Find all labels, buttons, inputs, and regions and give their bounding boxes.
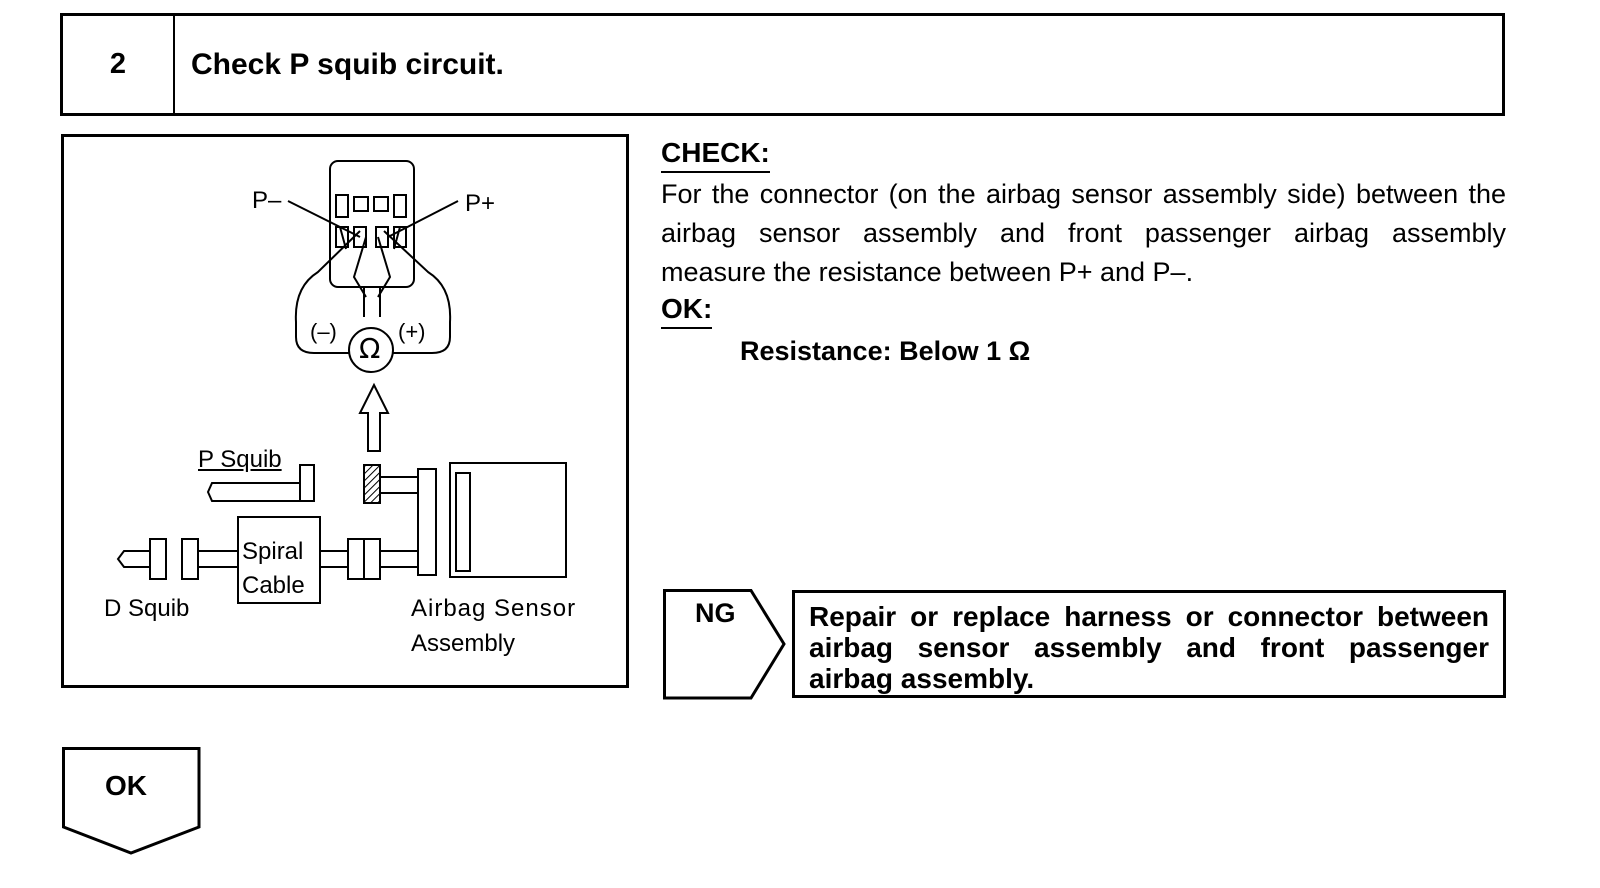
ng-action-box: Repair or replace harness or connector b… — [792, 590, 1506, 698]
ohmmeter-icon — [348, 327, 394, 373]
check-body: For the connector (on the airbag sensor … — [661, 179, 1506, 287]
label-ohm-symbol: Ω — [359, 332, 381, 365]
label-p-plus: P+ — [465, 190, 496, 217]
step-title: Check P squib circuit. — [191, 47, 504, 81]
figure-drawing — [116, 160, 567, 604]
label-sensor-line1: Airbag Sensor — [411, 595, 577, 622]
ok-heading: OK: — [661, 292, 713, 329]
check-heading: CHECK: — [661, 136, 770, 173]
ng-tag-shape — [663, 589, 786, 700]
ok-tag-label: OK — [105, 770, 147, 801]
up-arrow-icon — [358, 382, 390, 452]
step-number: 2 — [63, 16, 175, 113]
label-spiral: Spiral — [242, 538, 304, 565]
ok-tag-shape — [62, 747, 201, 855]
check-block: CHECK: For the connector (on the airbag … — [661, 136, 1506, 369]
ng-label: NG — [695, 598, 736, 628]
label-p-squib: P Squib — [198, 446, 282, 473]
resistance-spec: Resistance: Below 1 Ω — [740, 336, 1031, 366]
label-sensor-line2: Assembly — [411, 630, 516, 657]
step-header: 2 Check P squib circuit. — [60, 13, 1505, 116]
label-plus-terminal: (+) — [398, 319, 426, 344]
label-cable: Cable — [242, 572, 305, 599]
label-p-minus: P– — [252, 187, 282, 214]
wiring-figure: P– P+ (–) (+) Ω P Squib Spiral Cable D S… — [61, 134, 629, 688]
connector-icon — [329, 160, 415, 288]
label-minus-terminal: (–) — [310, 319, 337, 344]
label-d-squib: D Squib — [104, 595, 190, 622]
